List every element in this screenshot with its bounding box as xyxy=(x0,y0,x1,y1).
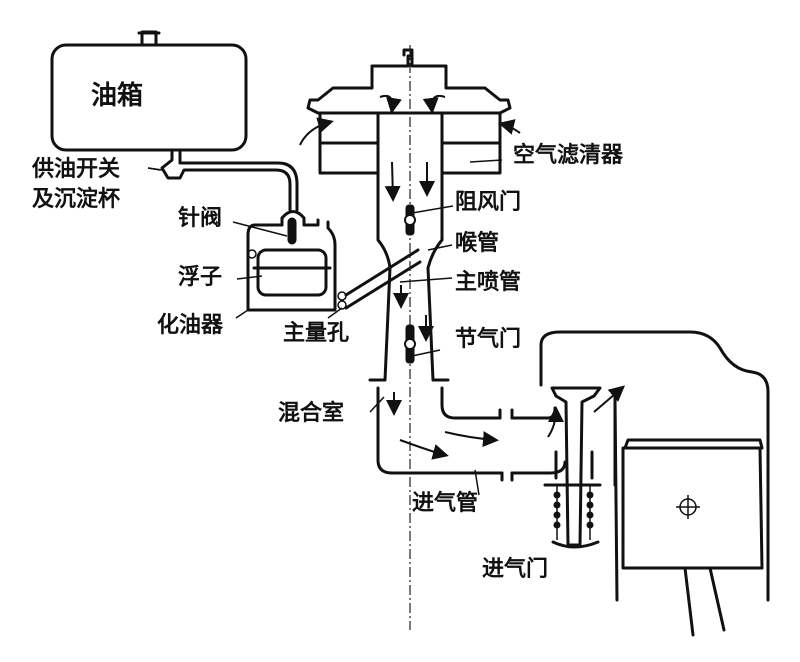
leader-lines xyxy=(147,159,503,496)
label-main-nozzle: 主喷管 xyxy=(455,270,522,295)
fuel-tank xyxy=(50,30,248,152)
main-nozzle xyxy=(344,248,422,310)
label-air-filter: 空气滤清器 xyxy=(513,143,624,168)
label-intake-manifold: 进气管 xyxy=(412,491,479,516)
float-bowl xyxy=(246,210,347,312)
label-intake-valve: 进气门 xyxy=(482,557,549,582)
fuel-line xyxy=(147,148,299,212)
carburetor-throat xyxy=(368,45,450,630)
label-venturi: 喉管 xyxy=(455,231,500,256)
label-fuel-valve-line2: 及沉淀杯 xyxy=(32,187,121,212)
label-choke-valve: 阻风门 xyxy=(455,190,522,215)
air-filter xyxy=(306,48,512,175)
airflow-arrows xyxy=(299,94,626,460)
label-main-jet: 主量孔 xyxy=(283,321,350,346)
intake-manifold xyxy=(376,386,567,482)
label-throttle-valve: 节气门 xyxy=(455,327,522,352)
label-carburetor: 化油器 xyxy=(157,313,224,338)
label-fuel-valve-line1: 供油开关 xyxy=(32,157,121,182)
label-mixing-chamber: 混合室 xyxy=(278,401,345,426)
float xyxy=(256,248,328,297)
label-float: 浮子 xyxy=(178,265,223,290)
label-needle-valve: 针阀 xyxy=(178,206,223,231)
piston xyxy=(621,446,764,570)
label-fuel-tank: 油箱 xyxy=(91,81,144,111)
intake-valve xyxy=(543,386,617,549)
needle-valve xyxy=(287,217,297,245)
cylinder xyxy=(539,330,770,637)
